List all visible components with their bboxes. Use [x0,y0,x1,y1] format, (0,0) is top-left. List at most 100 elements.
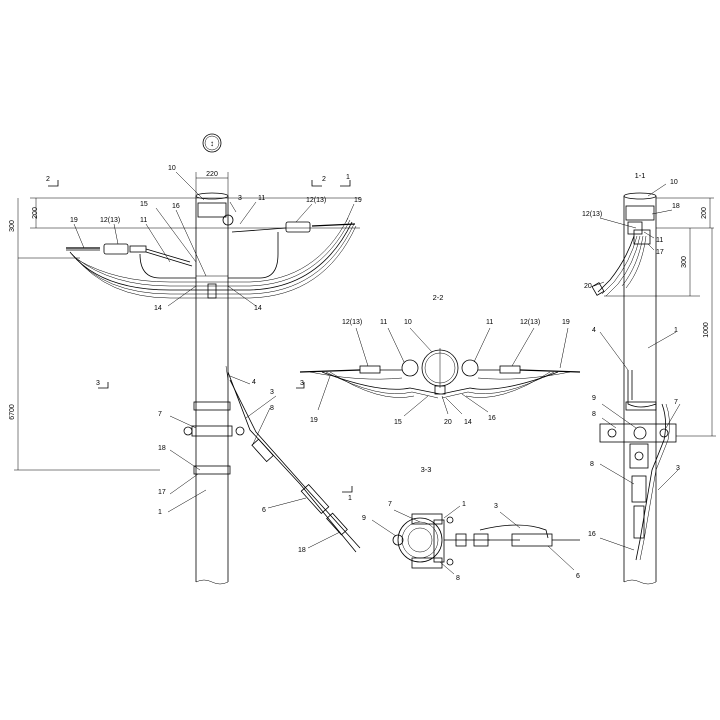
s22-label-11-left: 11 [380,319,387,326]
s22-label-14: 14 [464,419,472,426]
sleeve-6 [300,483,330,515]
droop-right-1 [441,371,559,395]
s11-label-4: 4 [592,327,596,334]
cut-3-right: 3 [300,380,304,387]
main-label-16: 16 [172,203,180,210]
s33-label-8: 8 [456,575,460,582]
center-clamp [207,283,217,299]
cut-1-right: 1 [346,174,350,181]
s11-connector [631,475,647,503]
s11-label-7: 7 [674,399,678,406]
s22-label-11-right: 11 [486,319,493,326]
top-bracket [197,202,227,218]
bracket-7 [191,425,233,437]
main-label-8: 8 [270,405,274,412]
s33-label-3: 3 [494,503,498,510]
s22-label-19-right: 19 [562,319,570,326]
cut-3-left: 3 [96,380,100,387]
s11-dim-300: 300 [681,256,688,268]
s11-label-9: 9 [592,395,596,402]
clamp-left [401,359,419,377]
s22-label-15: 15 [394,419,402,426]
s11-label-3: 3 [676,465,680,472]
sleeve-lower [326,512,348,536]
s11-label-10: 10 [670,179,678,186]
s11-label-17: 17 [656,249,664,256]
dim-top-200: 200 [32,207,39,219]
band-clamp-lower [193,465,231,475]
s11-label-16: 16 [588,531,596,538]
section-1-1-title: 1-1 [635,171,646,180]
main-label-4: 4 [252,379,256,386]
insulator-right [499,365,521,374]
main-label-7: 7 [158,411,162,418]
main-label-14-left: 14 [154,305,162,312]
droop-cable-1 [69,221,353,291]
right-insulator [285,221,311,233]
cut-2-left: 2 [46,176,50,183]
down-cable [227,371,357,553]
s22-label-16: 16 [488,415,496,422]
s33-label-1: 1 [462,501,466,508]
sleeve-upper [251,438,274,463]
s11-label-8-lower: 8 [590,461,594,468]
clamp-right [461,359,479,377]
s11-dim-1000: 1000 [703,322,710,338]
cut-1-bottom: 1 [348,495,352,502]
orientation-symbol: ↕ [202,133,222,153]
insulator-left [359,365,381,374]
main-label-6: 6 [262,507,266,514]
left-clamp [129,245,147,253]
section-2-2: 2-2 12(13) 11 10 11 12(13) 19 19 [299,293,581,426]
main-elevation-view: 220 200 300 6700 2 2 1 3 3 1 [9,165,362,585]
main-label-17: 17 [158,489,166,496]
s11-dim-200: 200 [701,207,708,219]
main-label-18: 18 [158,445,166,452]
s11-label-20: 20 [584,283,592,290]
orientation-symbol-text: ↕ [210,139,214,148]
s22-label-19-left: 19 [310,417,318,424]
dim-6700: 6700 [9,404,16,420]
main-label-19-right: 19 [354,197,362,204]
s22-label-12-left: 12(13) [342,319,362,326]
s11-cable-1 [597,235,635,293]
main-label-11-top: 11 [258,195,265,202]
s33-label-7: 7 [388,501,392,508]
main-label-12-left: 12(13) [100,217,120,224]
section-3-3-title: 3-3 [421,465,432,474]
main-label-15: 15 [140,201,148,208]
bracket-bottom [411,557,443,569]
main-label-18-lower: 18 [298,547,306,554]
s11-label-12: 12(13) [582,211,602,218]
main-label-3: 3 [238,195,242,202]
main-label-1: 1 [158,509,162,516]
main-label-19-left: 19 [70,217,78,224]
plate [433,519,445,563]
dim-300: 300 [9,220,16,232]
top-bracket-1 [625,205,655,221]
s11-bracket [599,423,677,443]
s11-label-8-upper: 8 [592,411,596,418]
main-label-11-left: 11 [140,217,147,224]
s22-label-12-right: 12(13) [520,319,540,326]
section-2-2-title: 2-2 [433,293,444,302]
s11-riser [635,403,666,561]
section-3-3: 3-3 7 1 3 9 8 6 [362,465,580,582]
s11-label-1: 1 [674,327,678,334]
left-insulator [103,243,129,255]
s33-label-6: 6 [576,573,580,580]
s11-clamp [629,443,649,469]
s22-label-10: 10 [404,319,412,326]
band-clamp-upper [193,401,231,411]
main-label-3-lower: 3 [270,389,274,396]
section-1-1: 1-1 200 300 1000 [582,171,716,585]
bracket-top [411,513,443,525]
droop-left-1 [321,371,441,395]
pole-section-3 [397,517,443,563]
dim-width: 220 [206,171,218,178]
s22-label-20: 20 [444,419,452,426]
pole-break [195,579,229,585]
top-clamp [222,214,234,226]
s11-label-11: 11 [656,237,663,244]
